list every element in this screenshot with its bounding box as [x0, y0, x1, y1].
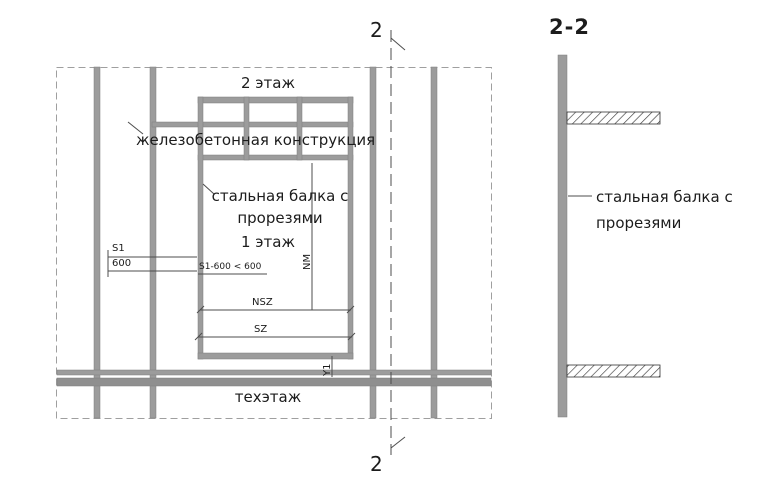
dim-label-nsz: NSZ [252, 297, 273, 308]
dimension-lines [107, 121, 356, 377]
section-slab-top [566, 111, 661, 125]
section-marker-top: 2 [370, 18, 383, 42]
frame-cross-beam [151, 121, 354, 128]
column-bar [369, 66, 377, 419]
dim-label-s1-constraint: S1-600 < 600 [199, 262, 262, 272]
column-bar [430, 66, 438, 419]
dim-label-y1: Y1 [322, 363, 333, 376]
column-bar [93, 66, 101, 419]
dim-label-nm: NM [302, 253, 313, 270]
steel-beam-label-plan-line2: прорезями [237, 209, 323, 227]
section-steel-beam [557, 54, 568, 418]
steel-beam-label-section-line1: стальная балка с [596, 188, 733, 206]
plan-columns [93, 66, 438, 419]
section-view [557, 54, 661, 418]
section-cut-tick-bottom [390, 436, 406, 449]
leader-steel-plan [202, 183, 215, 195]
frame-mid-post [243, 96, 250, 161]
frame-cross-beam [197, 154, 354, 161]
frame-bottom-beam [197, 352, 354, 360]
frame-mid-post [296, 96, 303, 161]
dim-tick [196, 305, 205, 314]
plan-boundary [56, 67, 492, 419]
dim-tick [194, 332, 203, 341]
dim-label-s1: S1 [112, 243, 125, 254]
steel-beam-label-plan-line1: стальная балка с [211, 187, 349, 205]
steel-beam-label-section-line2: прорезями [596, 214, 682, 232]
section-cut-tick-top [390, 37, 406, 51]
leader-concrete [127, 121, 144, 135]
section-title: 2-2 [549, 15, 590, 39]
dim-tick [347, 332, 356, 341]
steel-beam-label-plan: стальная балка с прорезями [205, 185, 355, 229]
concrete-structure-label: железобетонная конструкция [136, 131, 376, 149]
plan-floor-beams [56, 369, 492, 387]
frame-top-beam [197, 96, 354, 104]
section-marker-bottom: 2 [370, 452, 383, 476]
tech-floor-label: техэтаж [234, 388, 302, 406]
section-slab-bottom [566, 364, 661, 378]
column-bar [149, 66, 157, 419]
dim-tick [346, 305, 355, 314]
steel-beam-label-section: стальная балка с прорезями [596, 184, 766, 236]
plan-frame [151, 96, 354, 360]
dim-label-600: 600 [112, 258, 132, 269]
floor-beam-thin [56, 369, 492, 376]
section-cut-line [390, 30, 406, 455]
floor-beam-thick [56, 377, 492, 387]
floor1-label: 1 этаж [241, 233, 295, 251]
floor2-label: 2 этаж [241, 74, 295, 92]
dim-label-sz: SZ [254, 324, 268, 335]
